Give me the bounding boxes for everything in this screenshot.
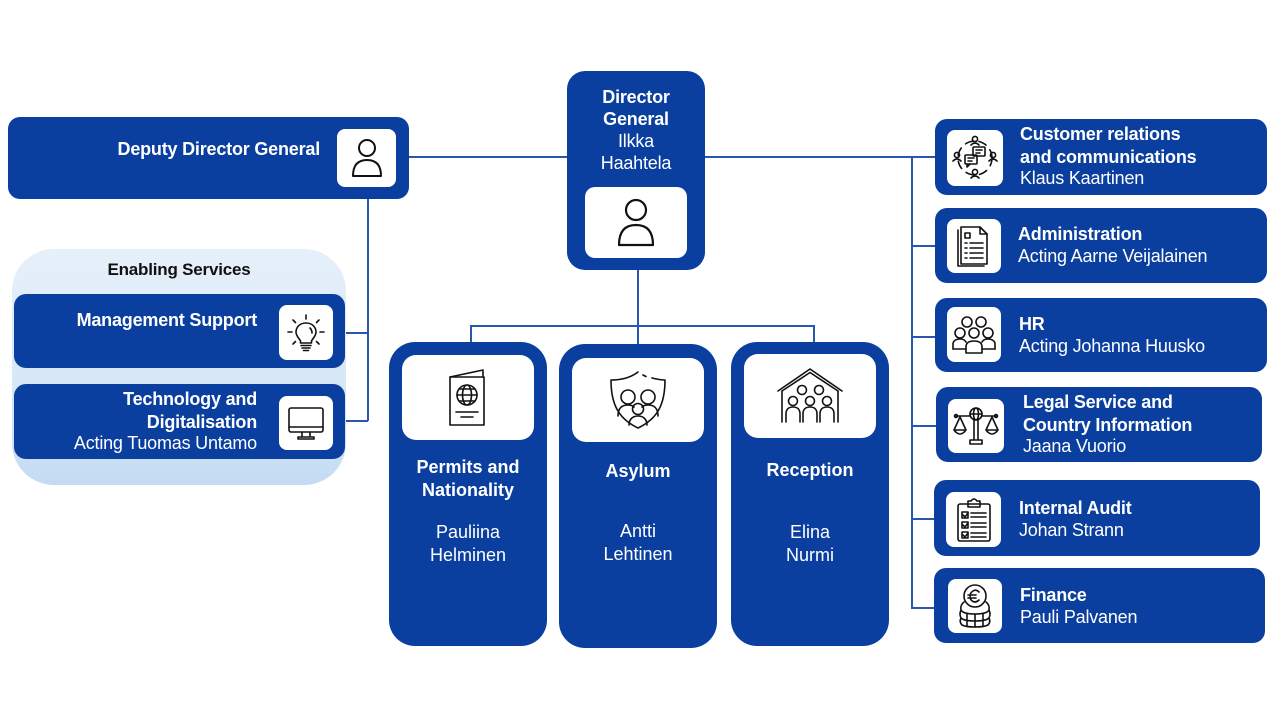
management-support-icon-box bbox=[279, 305, 333, 360]
finance-title: Finance bbox=[1020, 585, 1087, 605]
passport-icon bbox=[449, 368, 485, 426]
permits-name-line1: Pauliina bbox=[435, 522, 501, 542]
support-unit-legal-country-information[interactable]: Legal Service and Country Information Ja… bbox=[936, 387, 1262, 462]
director-general-title-line2: General bbox=[603, 109, 669, 129]
legal-title-line2: Country Information bbox=[1023, 415, 1193, 435]
reception-name-line2: Nurmi bbox=[786, 545, 834, 565]
finance-name: Pauli Palvanen bbox=[1020, 607, 1138, 627]
support-unit-finance[interactable]: Finance Pauli Palvanen bbox=[934, 568, 1265, 643]
technology-digitalisation-icon-box bbox=[279, 396, 333, 450]
administration-title: Administration bbox=[1018, 224, 1143, 244]
connector-branch-audit bbox=[911, 518, 934, 520]
deputy-director-general-icon-box bbox=[337, 129, 396, 187]
connector-dg-to-support bbox=[705, 156, 935, 158]
permits-icon-box bbox=[402, 355, 534, 440]
person-icon bbox=[351, 139, 382, 177]
connector-branch-finance bbox=[911, 607, 934, 609]
reception-icon-box bbox=[744, 354, 876, 438]
scales-globe-icon bbox=[953, 407, 999, 445]
connector-branch-legal bbox=[911, 425, 936, 427]
customer-relations-title-line1: Customer relations bbox=[1020, 124, 1181, 144]
person-icon bbox=[617, 198, 655, 246]
asylum-name-line2: Lehtinen bbox=[603, 544, 673, 564]
checklist-clipboard-icon bbox=[956, 497, 991, 542]
connector-drop-reception bbox=[813, 325, 815, 343]
director-general-card[interactable]: Director General Ilkka Haahtela bbox=[567, 71, 705, 270]
support-unit-administration[interactable]: Administration Acting Aarne Veijalainen bbox=[935, 208, 1267, 283]
internal-audit-name: Johan Strann bbox=[1019, 520, 1124, 540]
customer-relations-icon-box bbox=[947, 130, 1003, 186]
internal-audit-icon-box bbox=[946, 492, 1001, 547]
permits-name-line2: Helminen bbox=[429, 545, 507, 565]
customer-relations-title-line2: and communications bbox=[1020, 147, 1197, 167]
hr-name: Acting Johanna Huusko bbox=[1019, 336, 1205, 356]
director-general-name-line2: Haahtela bbox=[600, 153, 672, 173]
euro-coins-icon bbox=[959, 584, 991, 628]
support-unit-customer-relations[interactable]: Customer relations and communications Kl… bbox=[935, 119, 1267, 195]
document-icon bbox=[957, 226, 988, 267]
connector-branch-management-support bbox=[345, 332, 368, 334]
connector-drop-asylum bbox=[637, 325, 639, 345]
customer-relations-name: Klaus Kaartinen bbox=[1020, 168, 1145, 188]
core-service-permits-nationality[interactable]: Permits and Nationality Pauliina Helmine… bbox=[389, 342, 547, 646]
management-support-title: Management Support bbox=[76, 310, 258, 330]
director-general-name-line1: Ilkka bbox=[617, 131, 654, 151]
connector-support-trunk bbox=[911, 156, 913, 609]
lightbulb-icon bbox=[287, 313, 325, 351]
connector-drop-permits bbox=[470, 325, 472, 343]
director-general-title-line1: Director bbox=[602, 87, 670, 107]
asylum-title: Asylum bbox=[605, 461, 671, 481]
permits-title-line2: Nationality bbox=[421, 480, 514, 500]
connector-ddg-to-dg bbox=[409, 156, 567, 158]
administration-name: Acting Aarne Veijalainen bbox=[1018, 246, 1208, 266]
house-people-icon bbox=[777, 368, 843, 423]
asylum-name-line1: Antti bbox=[619, 521, 657, 541]
support-unit-hr[interactable]: HR Acting Johanna Huusko bbox=[935, 298, 1267, 372]
monitor-icon bbox=[288, 407, 324, 440]
communication-network-icon bbox=[952, 135, 998, 179]
hr-icon-box bbox=[947, 307, 1001, 362]
deputy-director-general-title: Deputy Director General bbox=[117, 139, 321, 159]
technology-digitalisation-title-line1: Technology and bbox=[123, 389, 257, 409]
management-support-card[interactable]: Management Support bbox=[14, 294, 345, 368]
legal-title-line1: Legal Service and bbox=[1023, 392, 1173, 412]
technology-digitalisation-title-line2: Digitalisation bbox=[146, 412, 257, 432]
legal-name: Jaana Vuorio bbox=[1023, 436, 1127, 456]
asylum-icon-box bbox=[572, 358, 704, 442]
technology-digitalisation-name: Acting Tuomas Untamo bbox=[73, 433, 257, 453]
connector-ddg-to-enabling bbox=[367, 199, 369, 421]
permits-title-line1: Permits and bbox=[416, 457, 520, 477]
hr-title: HR bbox=[1019, 314, 1045, 334]
legal-icon-box bbox=[948, 399, 1004, 453]
connector-branch-administration bbox=[911, 245, 935, 247]
technology-digitalisation-card[interactable]: Technology and Digitalisation Acting Tuo… bbox=[14, 384, 345, 459]
connector-dg-to-core bbox=[637, 270, 639, 327]
enabling-services-title: Enabling Services bbox=[107, 260, 251, 279]
internal-audit-title: Internal Audit bbox=[1019, 498, 1132, 518]
finance-icon-box bbox=[948, 579, 1002, 633]
reception-title: Reception bbox=[766, 460, 854, 480]
connector-branch-hr bbox=[911, 336, 935, 338]
administration-icon-box bbox=[947, 219, 1001, 273]
deputy-director-general-card[interactable]: Deputy Director General bbox=[8, 117, 409, 199]
connector-branch-technology bbox=[345, 420, 368, 422]
reception-name-line1: Elina bbox=[789, 522, 831, 542]
support-unit-internal-audit[interactable]: Internal Audit Johan Strann bbox=[934, 480, 1260, 556]
people-group-icon bbox=[952, 315, 996, 354]
director-general-icon-box bbox=[585, 187, 687, 258]
core-service-asylum[interactable]: Asylum Antti Lehtinen bbox=[559, 344, 717, 648]
shield-family-icon bbox=[610, 371, 666, 429]
core-service-reception[interactable]: Reception Elina Nurmi bbox=[731, 342, 889, 646]
connector-core-bar bbox=[471, 325, 815, 327]
